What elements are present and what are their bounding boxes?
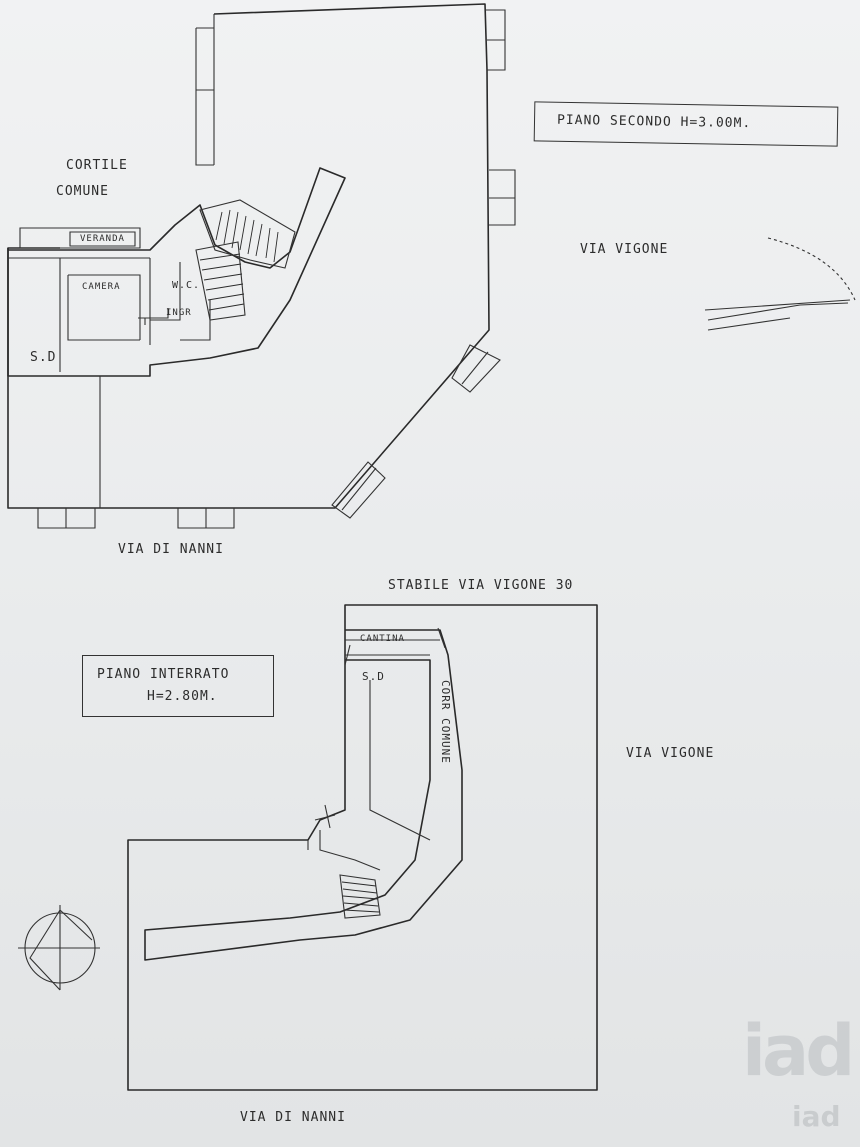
- label-via-di-nanni-top: VIA DI NANNI: [118, 542, 224, 557]
- label-via-vigone-top: VIA VIGONE: [580, 242, 669, 257]
- staircase-top: [195, 199, 296, 321]
- compass-icon: [18, 905, 100, 991]
- label-ingr: INGR: [166, 308, 192, 318]
- label-sd-top: S.D: [30, 350, 57, 365]
- label-camera: CAMERA: [82, 282, 121, 292]
- label-via-vigone-bottom: VIA VIGONE: [626, 746, 715, 761]
- staircase-bottom: [339, 874, 381, 919]
- label-via-di-nanni-bottom: VIA DI NANNI: [240, 1110, 346, 1125]
- piano-secondo-plan: [7, 3, 516, 529]
- label-veranda: VERANDA: [80, 234, 125, 244]
- label-sd-bottom: S.D: [362, 670, 385, 683]
- label-corr-comune: CORR COMUNE: [439, 680, 452, 764]
- label-stabile: STABILE VIA VIGONE 30: [388, 578, 574, 593]
- label-cortile: CORTILE: [66, 158, 128, 173]
- label-comune: COMUNE: [56, 184, 109, 199]
- title-piano-interrato-line1: PIANO INTERRATO: [97, 667, 230, 682]
- title-piano-interrato: PIANO INTERRATO H=2.80M.: [82, 655, 274, 717]
- title-piano-interrato-line2: H=2.80M.: [147, 689, 218, 704]
- title-piano-secondo-text: PIANO SECONDO H=3.00M.: [556, 112, 752, 132]
- label-cantina: CANTINA: [360, 634, 405, 644]
- iad-brand-text: iad: [792, 1100, 841, 1133]
- piano-interrato-plan: [127, 604, 598, 1091]
- title-piano-secondo: PIANO SECONDO H=3.00M.: [533, 101, 839, 147]
- label-wc: W.C.: [172, 280, 201, 291]
- iad-logo-icon: iad: [742, 1010, 855, 1092]
